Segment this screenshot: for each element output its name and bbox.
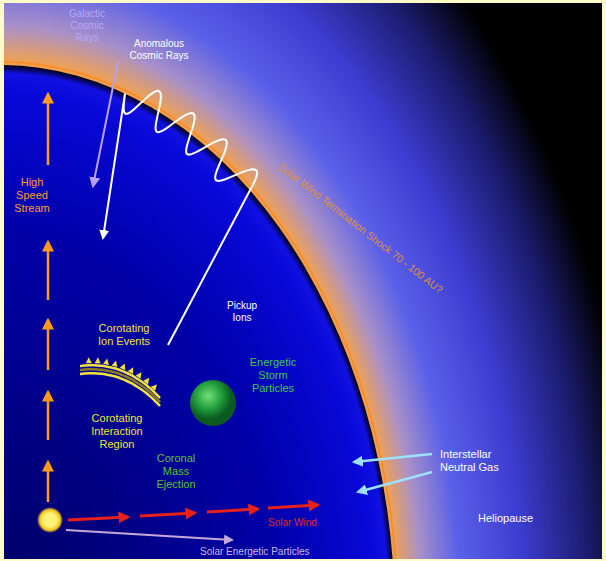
event-label: Corotating Ion Events	[92, 322, 156, 348]
sun-core	[43, 513, 57, 527]
wind-label: Solar Wind	[268, 517, 317, 529]
particle-label: Solar Energetic Particles	[200, 546, 310, 558]
corotating-interaction-region	[80, 357, 160, 406]
neutral-gas-arrows	[354, 454, 432, 492]
cosmic-ray-label: Galactic Cosmic Rays	[62, 8, 112, 44]
sun	[37, 507, 63, 533]
region-label: Corotating Interaction Region	[84, 412, 150, 452]
heliosphere-interior	[4, 65, 395, 559]
particle-label: Energetic Storm Particles	[244, 356, 302, 396]
heliosheath-glow	[4, 3, 602, 559]
cme-label: Coronal Mass Ejection	[152, 452, 200, 492]
boundary-label: Heliopause	[478, 512, 533, 525]
shock-label: Solar Wind Termination Shock 70 - 100 AU…	[276, 160, 445, 296]
high-speed-stream-arrows	[47, 94, 50, 502]
ion-label: Pickup Ions	[222, 300, 262, 324]
stream-label: High Speed Stream	[10, 176, 54, 216]
cosmic-ray-label: Anomalous Cosmic Rays	[128, 38, 190, 62]
sep-arrow	[66, 530, 232, 540]
gas-label: Interstellar Neutral Gas	[440, 448, 506, 474]
termination-shock-line	[4, 62, 398, 559]
storm-particle-cloud	[190, 380, 236, 426]
